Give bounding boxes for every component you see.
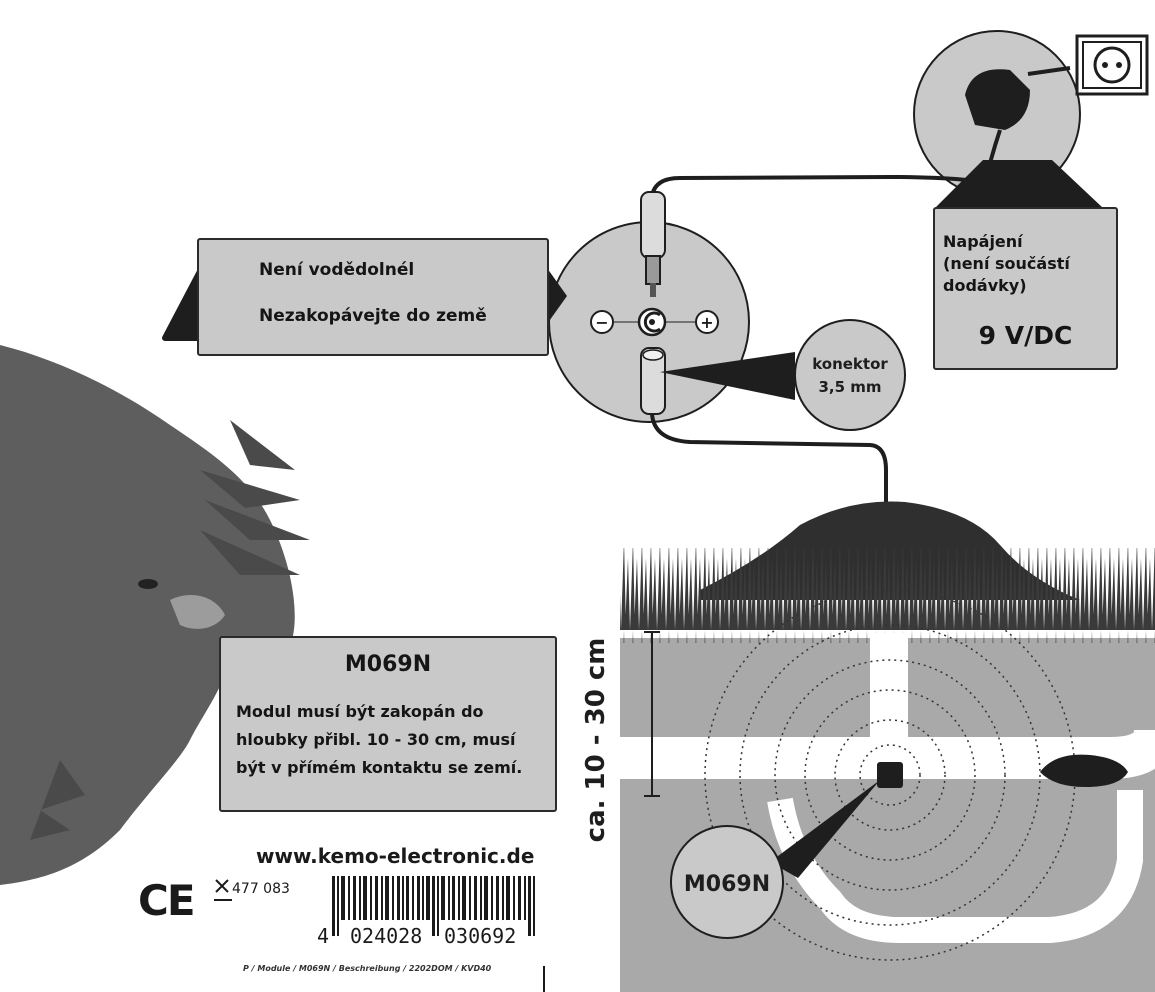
barcode-digits-1: 024028 (350, 924, 422, 948)
power-voltage: 9 V/DC (935, 321, 1116, 350)
module-line-2: hloubky přibl. 10 - 30 cm, musí (236, 730, 516, 749)
module-line-1: Modul musí být zakopán do (236, 702, 484, 721)
connector-badge (795, 320, 905, 430)
power-adapter-illustration (914, 31, 1147, 208)
weee-icon (214, 880, 232, 900)
power-line-1: Napájení (943, 231, 1023, 253)
connector-circle (549, 192, 749, 422)
connector-label-1: konektor (812, 355, 888, 373)
module-line-3: být v přímém kontaktu se zemí. (236, 758, 522, 777)
warning-line-1: Není vodědolnél (259, 260, 414, 280)
grass (620, 548, 1155, 643)
website-url: www.kemo-electronic.de (256, 844, 534, 868)
barcode-digit-first: 4 (317, 924, 329, 948)
depth-label: ca. 10 - 30 cm (581, 638, 611, 843)
warning-box: Není vodědolnél Nezakopávejte do země (197, 238, 549, 356)
module-info-box: M069N Modul musí být zakopán do hloubky … (219, 636, 557, 812)
connector-label-2: 3,5 mm (818, 378, 881, 396)
ce-mark-logo: CE (138, 876, 194, 925)
module-title: M069N (221, 652, 555, 677)
power-supply-box: Napájení (není součástí dodávky) 9 V/DC (933, 207, 1118, 370)
plus-label: + (700, 313, 713, 332)
warning-line-2: Nezakopávejte do země (259, 306, 487, 326)
minus-label: − (595, 313, 608, 332)
module-device (877, 762, 903, 788)
module-badge-label: M069N (684, 872, 770, 897)
power-cable (652, 177, 985, 196)
article-number: 477 083 (232, 881, 290, 897)
power-line-3: dodávky) (943, 275, 1027, 297)
power-line-2: (není součástí (943, 253, 1070, 275)
barcode-digits-2: 030692 (444, 924, 516, 948)
footer-reference: P / Module / M069N / Beschreibung / 2202… (243, 964, 491, 973)
